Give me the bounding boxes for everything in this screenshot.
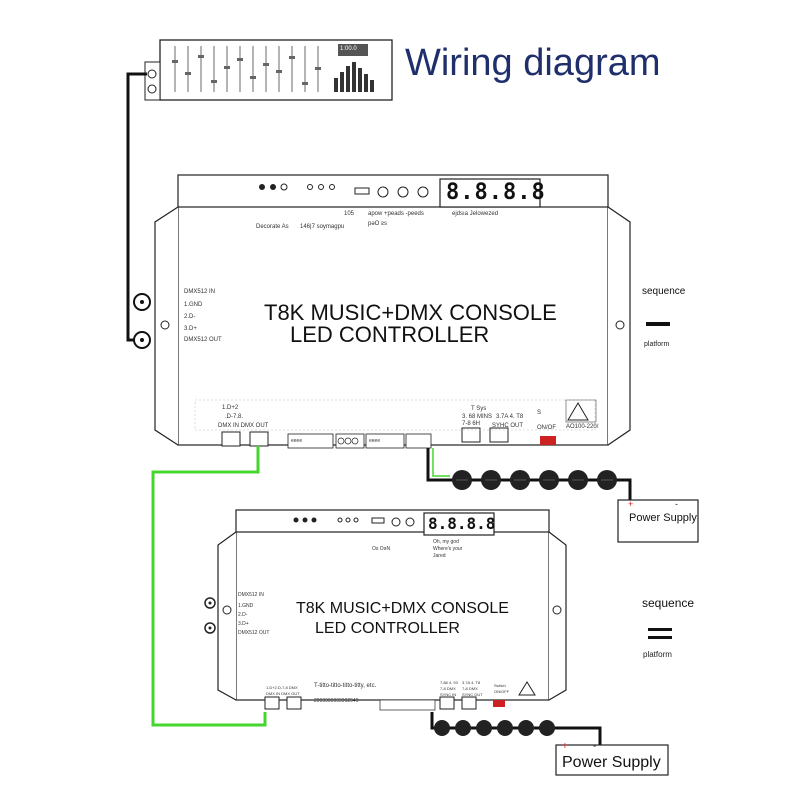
switch-label-a: Switch — [494, 683, 506, 688]
led-pixel-string-2 — [434, 720, 555, 736]
bottom-text: T-titto-titto-titto-titty, etc. — [314, 683, 377, 689]
voltage-label: AO100-220/ — [566, 424, 599, 430]
label-c: Where's your — [433, 546, 463, 552]
dmx-port-label: 1.D+2.D-7.8 DMX — [266, 685, 298, 690]
mixer-display — [338, 44, 368, 56]
sync-out-label: SYNC OUT — [462, 692, 483, 697]
terminal-label-a: eeee — [291, 438, 303, 444]
pin2-label: 2.D- — [184, 314, 196, 320]
control-buttons — [371, 517, 415, 527]
power-supply-1-minus: - — [675, 499, 678, 509]
sync-label-d: 3.7A 4. T8 — [462, 680, 481, 685]
top-label-e: ejdsıa Jelowezed — [452, 211, 499, 217]
terminal-label-b: eeee — [369, 438, 381, 444]
serial-text: 2999999999992949 — [314, 698, 359, 704]
platform-label-1: platform — [644, 341, 670, 348]
mixer-xlr-in-icon — [147, 84, 157, 94]
warning-triangle-icon — [567, 402, 589, 421]
top-label-b: 105 — [344, 211, 355, 217]
top-label-a: 146|7 soymagpu — [300, 224, 345, 230]
mounting-ear-left — [217, 531, 237, 701]
power-supply-2-plus: + — [562, 741, 568, 752]
pin2-label: 2.D- — [238, 612, 248, 618]
segment-display — [439, 178, 541, 208]
power-switch — [493, 700, 505, 707]
platform-label-2: platform — [643, 650, 672, 659]
sync-label-e: 7-8 DMX — [462, 686, 478, 691]
power-supply-1-plus: + — [628, 499, 634, 509]
pin1-label: 1.GND — [184, 302, 203, 308]
dmx-port-label-a: 1.D+2 — [222, 405, 239, 411]
dmx-out-label: DMX512 OUT — [238, 630, 270, 636]
power-supply-1-label: Power Supply — [629, 512, 697, 524]
controller-1-title-line2: LED CONTROLLER — [290, 322, 490, 347]
label-b: Oh, my god — [433, 539, 459, 545]
mounting-ear-right — [548, 531, 567, 701]
segment-display — [423, 512, 495, 536]
mixer-xlr-out-icon — [147, 69, 157, 79]
switch-label-b: ON/OF — [537, 425, 556, 431]
sync-in-label: SYNC IN — [440, 692, 457, 697]
top-label-d: pәO ƨs — [368, 221, 388, 227]
warning-triangle-icon — [518, 681, 536, 696]
pin1-label: 1.GND — [238, 603, 254, 609]
controller-2-title-line2: LED CONTROLLER — [315, 620, 460, 637]
power-supply-2-label: Power Supply — [562, 754, 661, 771]
dmx-port-label-b: DMX IN DMX OUT — [266, 691, 300, 696]
segment-display-text: 8.8.8.8 — [446, 180, 546, 205]
mixer-level-meter — [334, 62, 374, 92]
top-label-c: apow +peads -peeds — [368, 211, 424, 217]
power-supply-2-minus: - — [593, 741, 597, 752]
mixer-fader-knobs — [172, 55, 321, 85]
mixer-display-text: 1:00.0 — [340, 46, 357, 52]
control-buttons — [354, 186, 429, 198]
led-output-cable-2 — [430, 712, 602, 755]
pin3-label: 3.D+ — [238, 621, 249, 627]
controller-2 — [204, 509, 567, 711]
dmx-port-label-b: .D-7.8. — [225, 414, 244, 420]
indicator-leds — [259, 183, 335, 191]
power-supply-2-box — [555, 744, 669, 776]
controller-2-title-line1: T8K MUSIC+DMX CONSOLE — [296, 600, 509, 617]
decorate-label: Decorate As — [256, 224, 289, 230]
terminal-screws — [337, 437, 359, 445]
dmx-mixer-console — [144, 39, 393, 101]
sync-label-b: 7-8 DMX — [440, 686, 456, 691]
sequence-label-2: sequence — [642, 596, 695, 610]
dmx-port-label-c: DMX IN DMX OUT — [218, 423, 269, 429]
sync-label-a: 7.88 4. 93 — [440, 680, 458, 685]
dmx-rj45-ports — [221, 427, 509, 447]
sync-label-b: 3. 68 MINS — [462, 414, 493, 420]
terminal-block — [287, 433, 432, 449]
controller-1 — [154, 174, 631, 449]
page-title: Wiring diagram — [405, 42, 661, 84]
platform-plug-icon — [646, 322, 670, 326]
controller-1-title-line1: T8K MUSIC+DMX CONSOLE — [264, 300, 557, 325]
power-supply-1-box — [617, 499, 699, 543]
pin3-label: 3.D+ — [184, 326, 197, 332]
platform-plug-icon — [648, 628, 672, 631]
dmx-out-label: DMX512 OUT — [184, 337, 222, 343]
dmx-link-cable — [151, 446, 267, 727]
switch-label-a: S — [537, 410, 542, 416]
sync-label-e: 3.7A 4. T8 — [496, 414, 524, 420]
segment-display-text: 8.8.8.8 — [428, 514, 496, 533]
sync-label-a: T Sys — [471, 406, 487, 412]
label-d: Jared — [433, 553, 446, 559]
sync-label-c: 7-8 6H — [462, 421, 481, 427]
power-switch — [540, 436, 556, 445]
indicator-leds — [293, 517, 359, 523]
switch-label-b: ON/OFF — [494, 689, 510, 694]
dmx-in-label: DMX512 IN — [184, 289, 216, 295]
sequence-label-1: sequence — [642, 286, 686, 297]
dmx-rj45-ports — [264, 696, 477, 710]
dmx-in-label: DMX512 IN — [238, 592, 264, 598]
label-a: Os OəN — [372, 546, 391, 552]
sync-out-label: SYHC OUT — [492, 423, 524, 429]
